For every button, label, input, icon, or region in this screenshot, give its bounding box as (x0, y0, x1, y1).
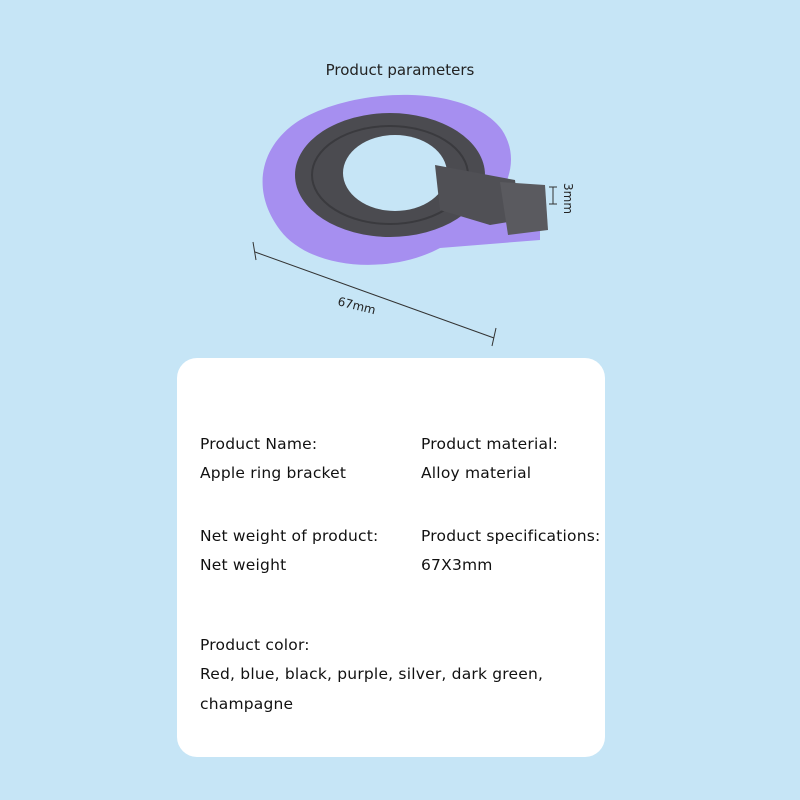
product-material-label: Product material: (421, 435, 559, 453)
product-image: 3mm 67mm (252, 94, 575, 347)
thickness-marker: 3mm (549, 183, 575, 214)
specifications-value: 67X3mm (421, 556, 493, 574)
thickness-label: 3mm (561, 183, 575, 214)
product-name-label: Product Name: (200, 435, 318, 453)
spec-card: Product Name: Apple ring bracket Product… (177, 358, 605, 757)
product-color-value-line2: champagne (200, 695, 294, 713)
width-label: 67mm (336, 294, 377, 317)
page-title: Product parameters (325, 61, 475, 79)
product-name-value: Apple ring bracket (200, 464, 347, 482)
product-color-value-line1: Red, blue, black, purple, silver, dark g… (200, 665, 544, 683)
net-weight-label: Net weight of product: (200, 527, 379, 545)
specifications-label: Product specifications: (421, 527, 601, 545)
product-material-value: Alloy material (421, 464, 532, 482)
product-color-label: Product color: (200, 636, 310, 654)
net-weight-value: Net weight (200, 556, 287, 574)
ring-holder (295, 113, 548, 237)
